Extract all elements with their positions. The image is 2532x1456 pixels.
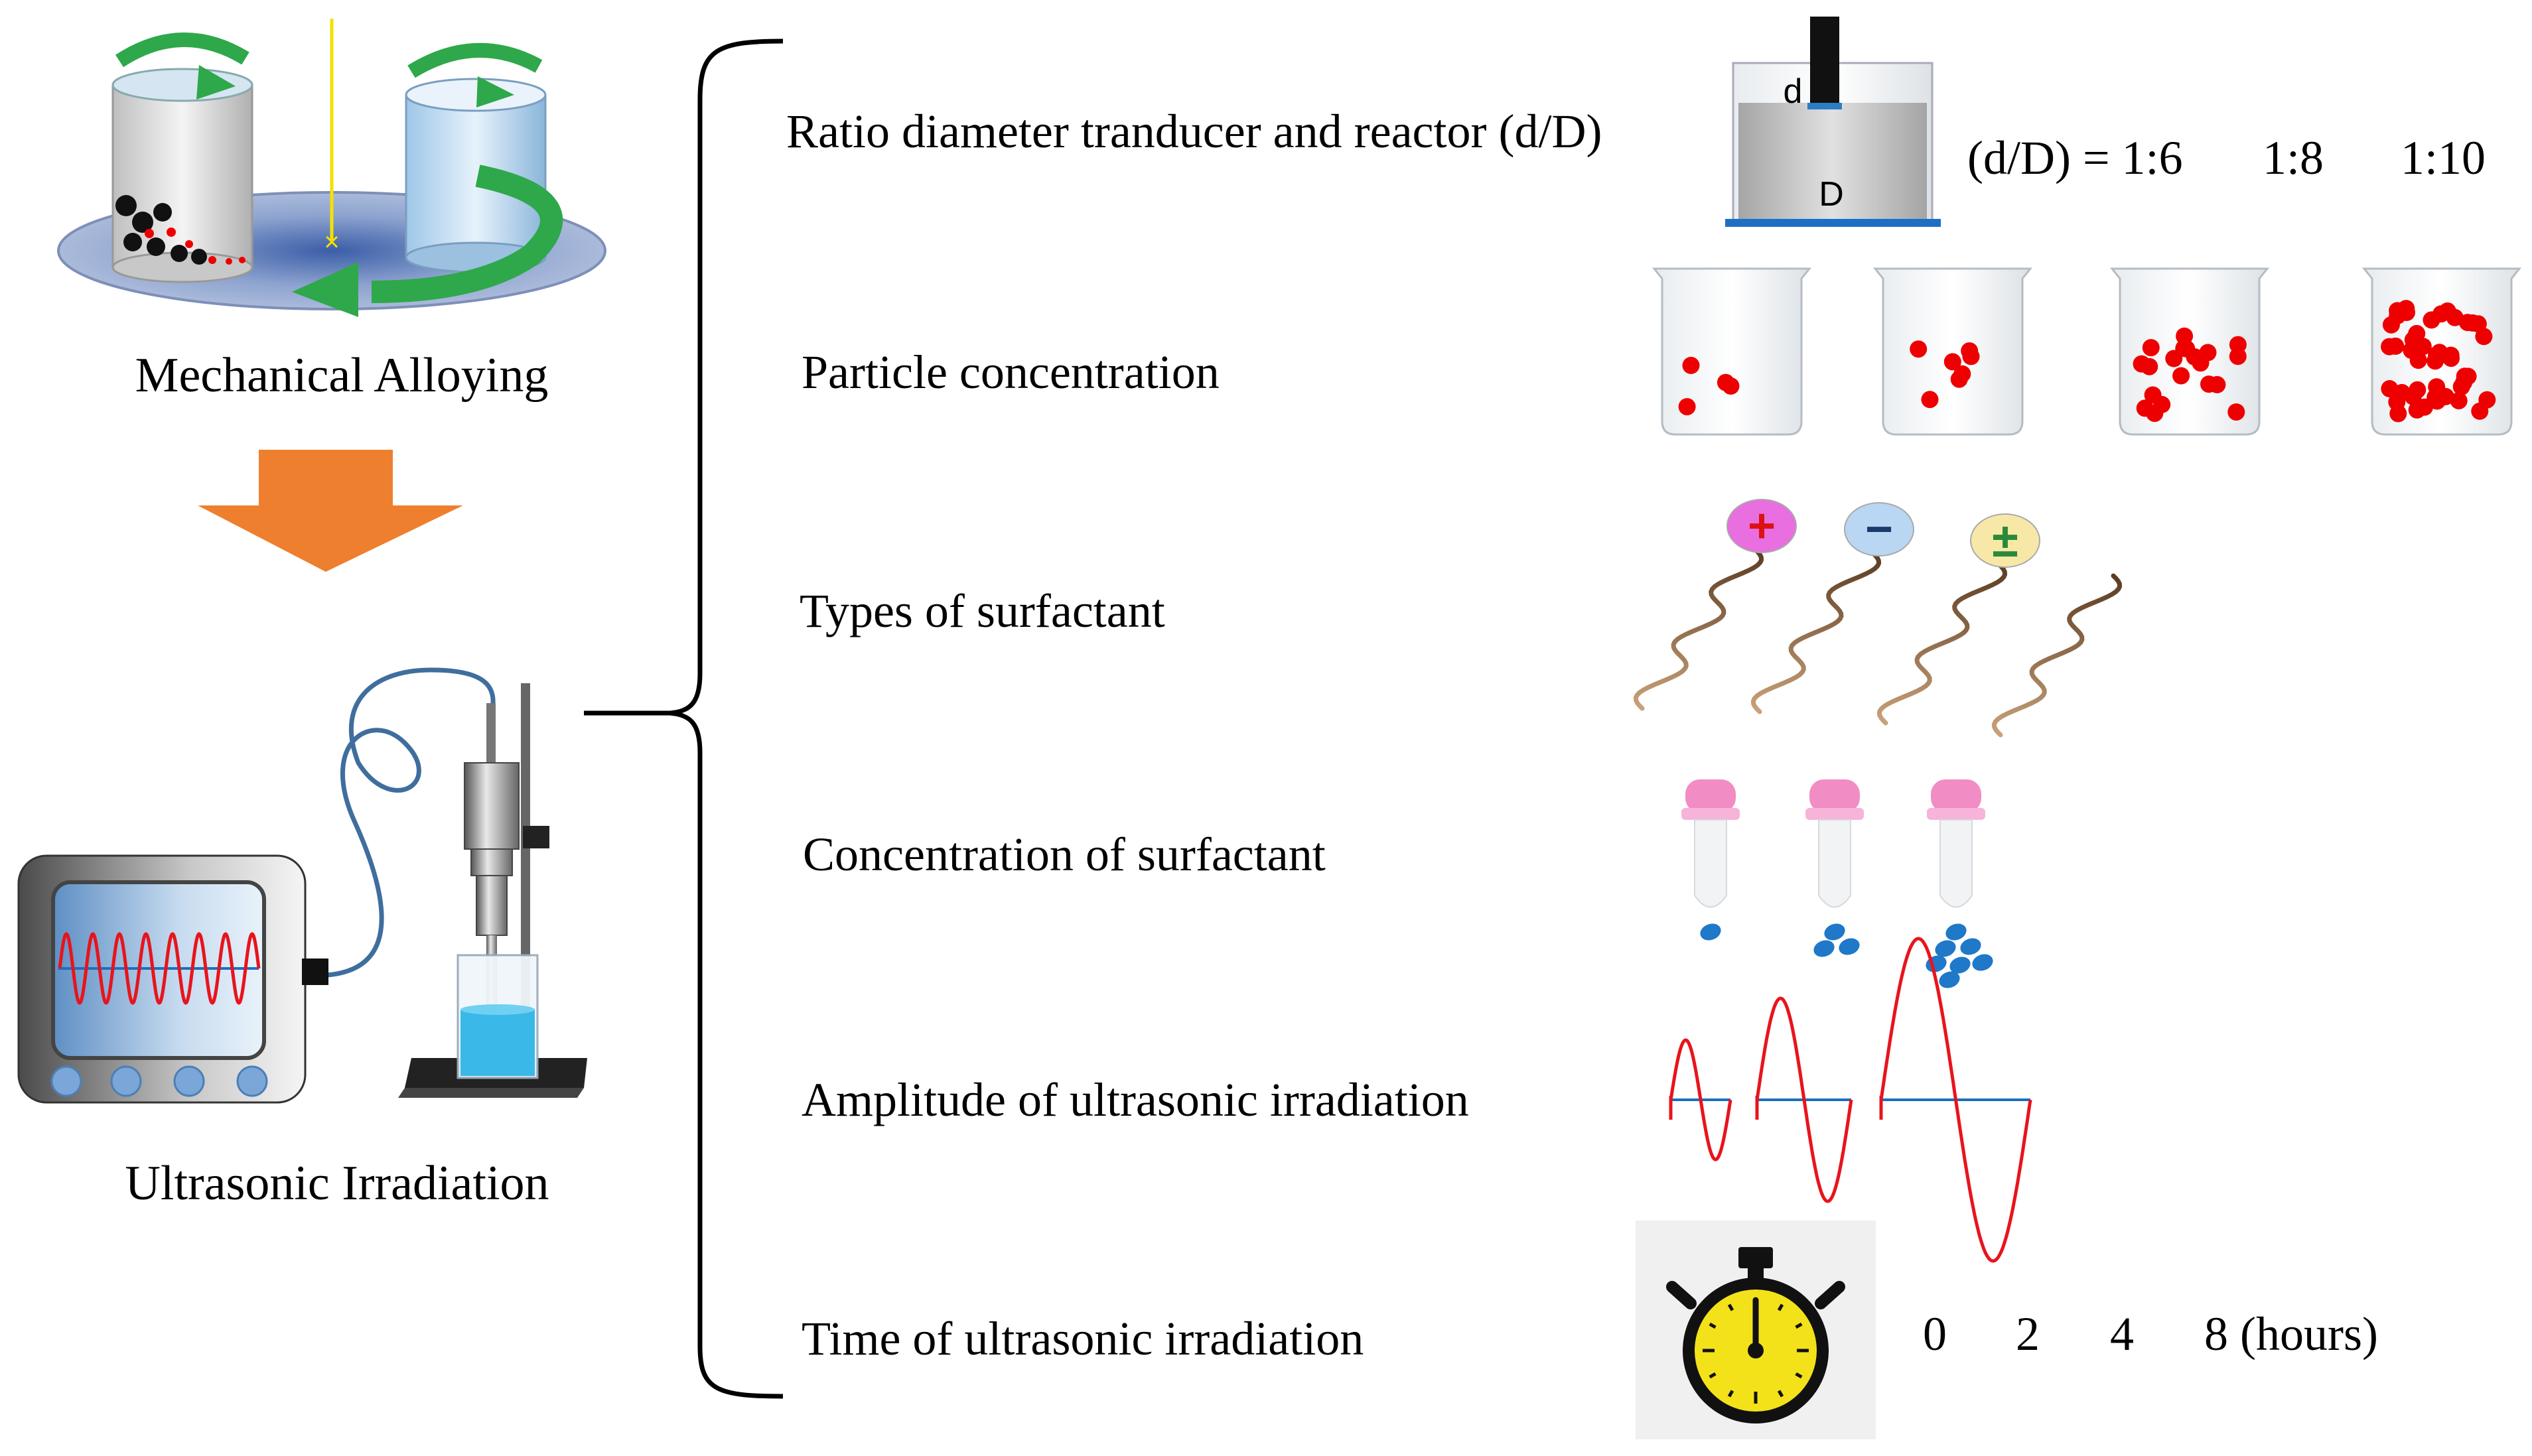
particle — [2381, 380, 2399, 397]
grouping-brace — [669, 38, 784, 1399]
amplitude-wave — [1755, 996, 1853, 1203]
param-label: Concentration of surfactant — [803, 828, 1326, 881]
particle — [2450, 392, 2468, 410]
time-value: 0 — [1923, 1307, 1947, 1360]
charge-label: + — [1748, 499, 1776, 553]
reactor-beaker-illustration: d D — [1725, 17, 1941, 227]
particle — [2389, 306, 2407, 324]
particle — [2227, 403, 2245, 421]
charge-label: ± — [1992, 514, 2018, 567]
process-arrow — [198, 450, 463, 572]
particle — [1943, 353, 1961, 371]
surfactant-molecules: + − ± — [1633, 499, 2123, 738]
svg-text:×: × — [324, 228, 339, 257]
time-value: 8 (hours) — [2204, 1307, 2378, 1360]
amplitude-waves — [1669, 937, 2032, 1263]
particle — [2133, 355, 2150, 373]
surfactant-icon: − — [1750, 502, 1914, 714]
particle — [2229, 348, 2247, 365]
particle — [2430, 344, 2448, 362]
ultrasonic-setup-illustration — [17, 667, 587, 1104]
particle — [2408, 338, 2426, 356]
particle — [2388, 393, 2406, 411]
particle — [2153, 395, 2171, 413]
stopwatch-icon — [1636, 1221, 1876, 1439]
particle — [2176, 327, 2194, 345]
parameter-list: Ratio diameter tranducer and reactor (d/… — [786, 105, 1602, 1365]
amplitude-wave — [1879, 937, 2032, 1263]
beaker-icon — [2109, 267, 2270, 436]
particle — [2404, 387, 2422, 405]
beaker-icon — [1652, 267, 1812, 436]
particle — [2165, 350, 2183, 367]
particle — [2478, 391, 2496, 409]
particle — [2428, 378, 2446, 396]
milling-balls — [115, 195, 246, 265]
particle-beakers — [1652, 267, 2522, 436]
ratio-value: 1:8 — [2263, 131, 2324, 184]
particle — [1950, 370, 1968, 388]
small-d-label: d — [1784, 72, 1803, 111]
particle — [2409, 352, 2427, 369]
particle — [2416, 398, 2433, 416]
surfactant-icon: ± — [1876, 513, 2040, 726]
particle — [1678, 398, 1696, 416]
particle — [1921, 391, 1939, 409]
particle — [2464, 314, 2482, 332]
particle — [2446, 308, 2464, 326]
param-label: Types of surfactant — [800, 584, 1165, 637]
dropper-icon — [1805, 779, 1864, 957]
mechanical-alloying-label: Mechanical Alloying — [135, 348, 549, 403]
particle — [2172, 367, 2190, 385]
charge-label: − — [1865, 503, 1893, 556]
particle — [2423, 311, 2440, 329]
dropper-icon — [1681, 779, 1740, 941]
param-label: Amplitude of ultrasonic irradiation — [802, 1073, 1469, 1126]
particle — [1910, 340, 1928, 358]
param-label: Time of ultrasonic irradiation — [802, 1312, 1364, 1365]
particle — [1682, 356, 1700, 374]
surfactant-icon: + — [1633, 499, 1797, 711]
dropper-icon — [1926, 779, 1993, 988]
time-value: 2 — [2016, 1307, 2040, 1360]
big-d-label: D — [1819, 175, 1844, 214]
ratio-value: (d/D) = 1:6 — [1967, 131, 2183, 184]
particle — [2192, 354, 2210, 372]
time-value: 4 — [2110, 1307, 2134, 1360]
beaker-icon — [2361, 267, 2522, 436]
amplitude-wave — [1669, 1038, 1732, 1161]
ultrasonic-irradiation-label: Ultrasonic Irradiation — [125, 1156, 549, 1211]
particle — [2136, 399, 2154, 417]
particle — [2456, 367, 2474, 385]
param-label: Particle concentration — [802, 346, 1220, 399]
surfactant-icon — [1991, 573, 2123, 738]
particle — [2200, 375, 2217, 393]
param-label: Ratio diameter tranducer and reactor (d/… — [786, 105, 1602, 158]
particle — [2142, 339, 2160, 357]
particle — [1962, 348, 1980, 365]
particle — [1717, 373, 1734, 391]
ball-mill-illustration: × — [57, 19, 606, 317]
particle — [2387, 337, 2405, 355]
ratio-value: 1:10 — [2401, 131, 2486, 184]
surfactant-droppers — [1681, 779, 1993, 988]
beaker-icon — [1872, 267, 2033, 436]
